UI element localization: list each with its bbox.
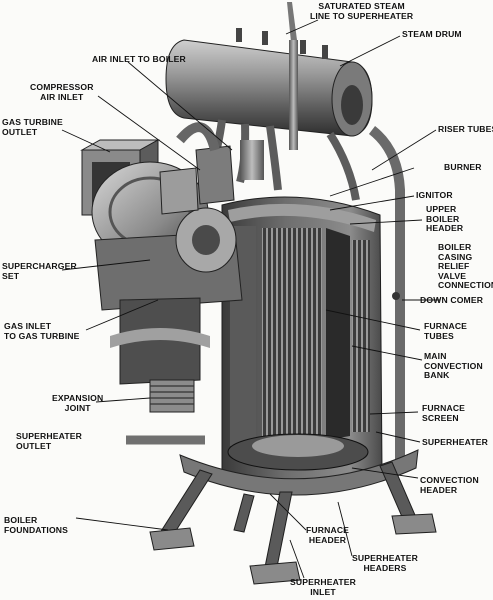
label-steam-drum: STEAM DRUM (402, 29, 462, 39)
label-air-inlet-to-boiler: AIR INLET TO BOILER (92, 54, 186, 64)
downcomer-shape (368, 126, 405, 470)
label-downcomer: DOWN COMER (420, 295, 484, 305)
steam-drum-shape (165, 2, 373, 150)
label-ignitor: IGNITOR (416, 190, 453, 200)
boiler-casing-shape (179, 196, 419, 496)
gas-inlet-shape (110, 297, 210, 413)
boiler-foundations-shape (149, 461, 437, 585)
label-riser-tubes: RISER TUBES (438, 124, 493, 134)
label-burner: BURNER (444, 162, 482, 172)
leader-lines (61, 19, 440, 579)
supercharger-set-shape (80, 122, 264, 311)
label-superheater: SUPERHEATER (422, 437, 488, 447)
